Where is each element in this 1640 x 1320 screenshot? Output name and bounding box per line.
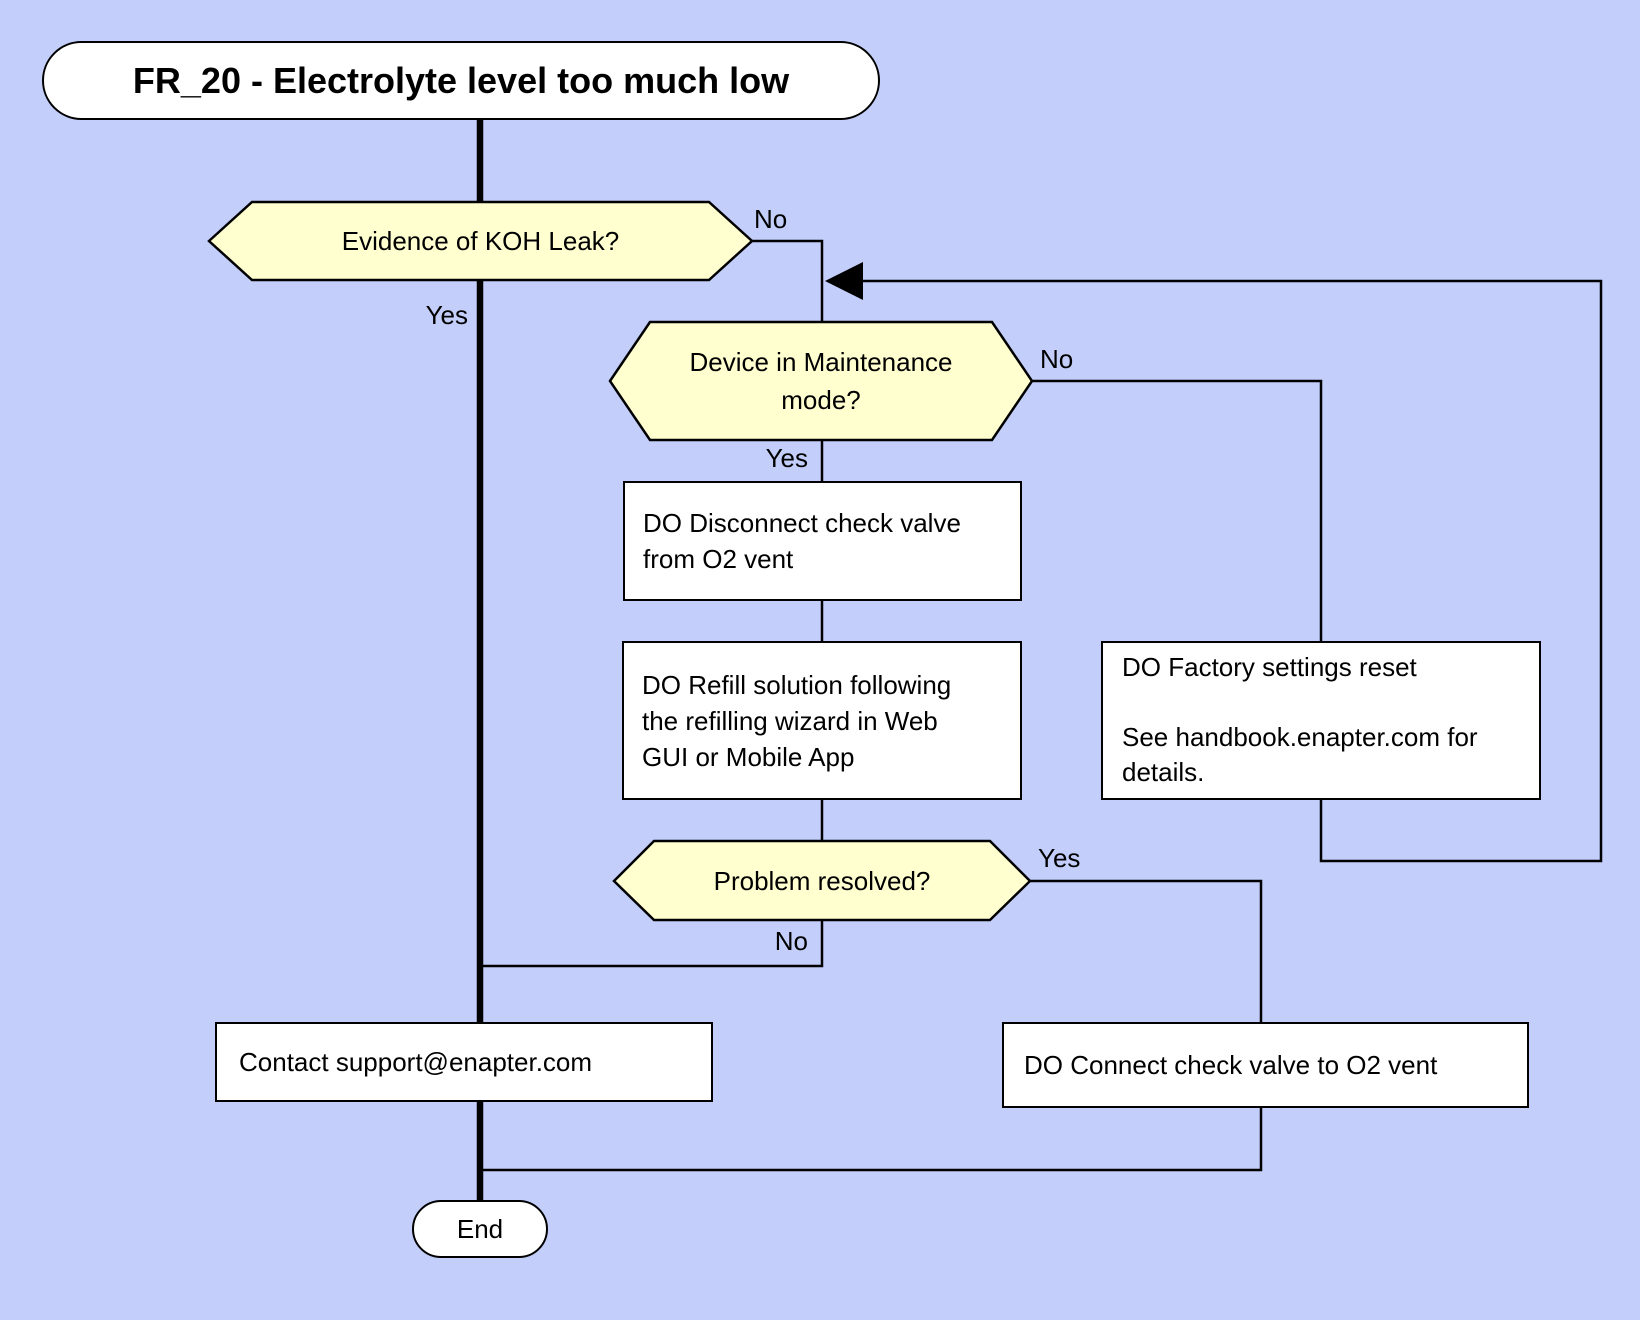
edge-label-problem-yes: Yes [1038,843,1081,873]
title-node: FR_20 - Electrolyte level too much low [42,41,880,120]
decision-koh-leak-hexagon [207,200,754,282]
process-disconnect-box: DO Disconnect check valve from O2 vent [623,481,1022,601]
process-refill-box: DO Refill solution following the refilli… [622,641,1022,800]
connector-problem-no [483,920,824,968]
end-terminator: End [412,1200,548,1258]
decision-maintenance-hexagon [608,320,1034,442]
edge-label-koh-yes: Yes [425,300,468,330]
connector-maintenance-no-loop [863,279,1603,863]
process-factory-reset-box: DO Factory settings reset See handbook.e… [1101,641,1541,800]
decision-koh-leak-label: Evidence of KOH Leak? [341,226,620,256]
arrowhead-left-icon [825,262,863,300]
edge-label-maintenance-yes: Yes [765,443,808,473]
decision-maintenance-label: Device in Maintenance mode? [689,347,953,415]
edge-label-problem-no: No [774,926,808,956]
decision-problem-resolved-label: Problem resolved? [713,865,931,896]
edge-label-maintenance-no: No [1040,344,1074,374]
edge-label-koh-no: No [754,204,788,234]
process-connect-valve-box: DO Connect check valve to O2 vent [1002,1022,1529,1108]
decision-problem-resolved-hexagon [612,839,1032,922]
process-contact-support-box: Contact support@enapter.com [215,1022,713,1102]
